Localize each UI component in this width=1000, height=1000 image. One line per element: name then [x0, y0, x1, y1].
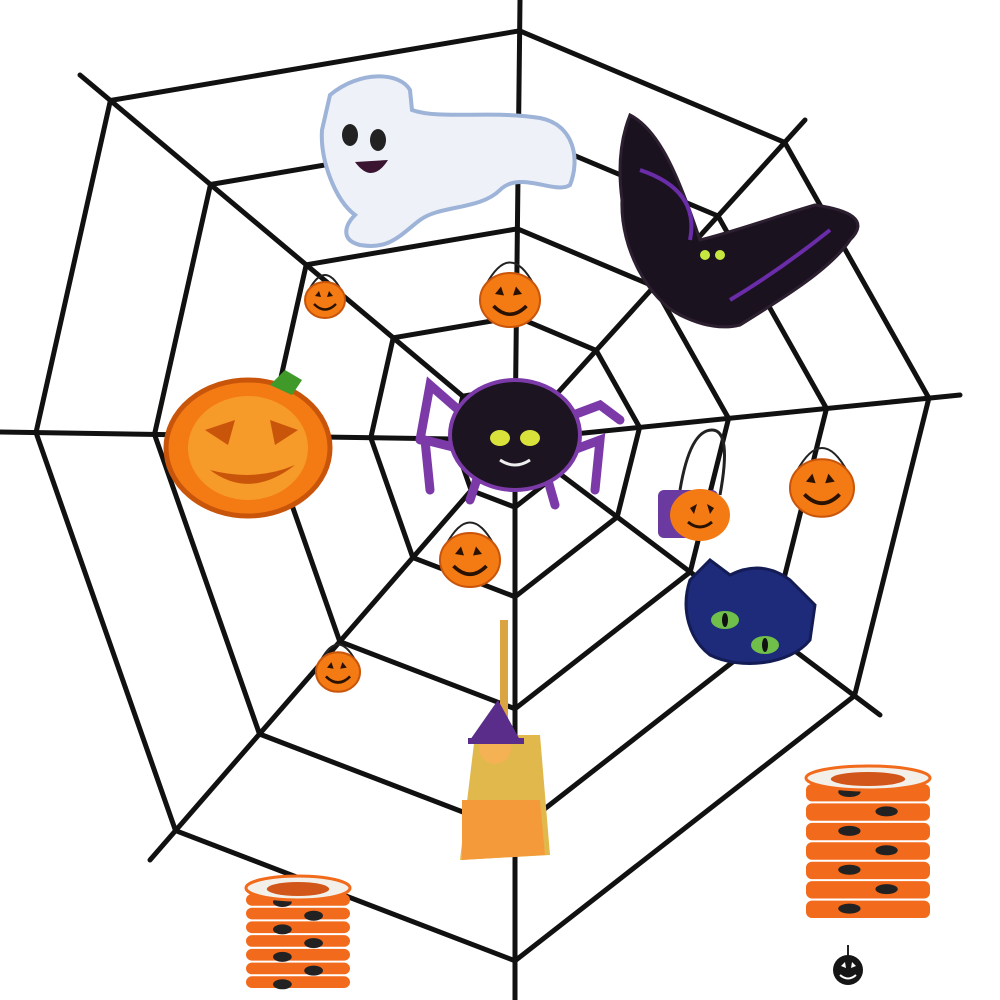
pumpkin-tag	[833, 945, 863, 985]
witch-broom	[460, 620, 550, 860]
bat-balloon	[618, 112, 860, 329]
pumpkin-bucket	[789, 447, 855, 518]
paper-lanterns	[244, 764, 932, 990]
pumpkin-bucket	[479, 261, 541, 328]
pumpkin-buckets	[304, 261, 855, 693]
pumpkin-bucket	[439, 521, 501, 588]
pumpkin-balloon	[163, 370, 333, 519]
pumpkin-bag	[658, 428, 730, 541]
paper-lantern	[244, 874, 352, 990]
web-spoke	[77, 72, 518, 443]
pumpkin-bucket	[304, 274, 346, 319]
web-spoke	[512, 392, 963, 443]
paper-lantern	[804, 764, 932, 918]
ghost-balloon	[319, 74, 577, 248]
web-ring	[265, 226, 732, 712]
web-ring	[368, 314, 643, 600]
cat-balloon	[684, 558, 817, 665]
web-spoke	[147, 437, 518, 863]
web-spoke	[512, 0, 523, 443]
pumpkin-bucket	[315, 643, 361, 693]
spider-balloon	[415, 376, 625, 510]
